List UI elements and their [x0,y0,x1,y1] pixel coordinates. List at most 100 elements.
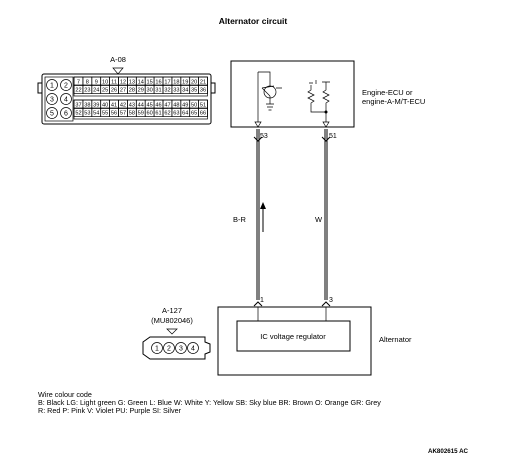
connector-a08-pin-number: 59 [138,111,144,117]
connector-a127-part-number: (MU802046) [151,316,193,325]
wire-w-alt-chevron [321,301,331,307]
connector-a08-pin-number: 51 [200,103,206,109]
figure-reference: AK802615 AC [428,448,469,455]
connector-a08-pin-number: 54 [93,111,99,117]
connector-a08-pin-number: 3 [50,97,54,104]
connector-a08-pin-number: 65 [191,111,197,117]
connector-a08-pin-number: 66 [200,111,206,117]
connector-a127-pin-number: 4 [191,346,195,353]
ecu-internal-resistor-right [310,81,330,122]
connector-a08-pin-number: 28 [129,88,135,94]
engine-ecu: Engine-ECU or engine-A-M/T-ECU 53 51 [230,60,425,140]
connector-a08-pin-number: 46 [155,103,161,109]
connector-a08-pin-number: 53 [84,111,90,117]
connector-a08-pin [198,76,208,86]
connector-a08-pin-number: 24 [93,88,99,94]
connector-a08-pin-number: 19 [182,80,188,86]
connector-a08-pin-number: 29 [138,88,144,94]
connector-a08-pin-number: 64 [182,111,188,117]
connector-a08-pin-number: 39 [93,103,99,109]
ecu-label-line1: Engine-ECU or [362,88,413,97]
wire-w-color-label: W [315,215,323,224]
ecu-pin-53-marker [254,121,262,128]
diagram-title: Alternator circuit [219,16,288,26]
connector-a08-pin [60,79,72,91]
connector-a08-pin-number: 32 [164,88,170,94]
connector-a08-pin-number: 5 [50,111,54,118]
connector-a08-pin-number: 18 [173,80,179,86]
connector-a08-pin [60,107,72,119]
ecu-pin-51-label: 51 [329,133,337,140]
wire-colour-legend: Wire colour code B: Black LG: Light gree… [38,390,506,416]
ic-voltage-regulator-box [236,320,351,352]
connector-a08-pin-number: 31 [155,88,161,94]
connector-a08-big-pin-block [44,76,74,122]
connector-a08-pin-number: 14 [138,80,144,86]
ic-voltage-regulator-label: IC voltage regulator [260,332,326,341]
alternator: IC voltage regulator 1 3 Alternator [217,297,412,376]
ecu-internal-transistor [257,71,282,122]
ecu-box [230,60,355,128]
ecu-pin-51-marker [322,121,330,128]
connector-a08-latch [112,67,124,75]
wire-br-ecu-chevron [253,136,263,142]
connector-a08-pin-number: 47 [164,103,170,109]
ecu-internal-transistor-body [263,85,277,99]
connector-a08-pin-number: 16 [155,80,161,86]
connector-a08-pin-number: 27 [120,88,126,94]
alternator-pin-3-label: 3 [329,297,333,304]
ecu-pin-53-label: 53 [260,133,268,140]
connector-a08-pin [60,93,72,105]
connector-a08-pin-number: 11 [111,80,117,86]
connector-a08-pin-number: 25 [102,88,108,94]
connector-a08-pin-number: 22 [75,88,81,94]
connector-a127-housing [142,336,211,360]
wire-w-ecu-chevron [321,136,331,142]
ecu-internal-junction [324,110,328,114]
connector-a08-pin-number: 35 [191,88,197,94]
ecu-internal-resistor-left [307,80,317,108]
connector-a127-pin [151,342,163,354]
connector-a08-pin-number: 56 [111,111,117,117]
connector-a08-pin-number: 8 [86,80,89,86]
connector-a08-pin-number: 4 [64,97,68,104]
connector-a08-pin-number: 7 [77,80,80,86]
connector-a08-pin-number: 30 [147,88,153,94]
connector-a08-pin-number: 15 [147,80,153,86]
connector-a08-pin-number: 52 [75,111,81,117]
connector-a08-pin-number: 61 [155,111,161,117]
signal-direction-arrowhead [260,202,266,209]
connector-a08-pin-number: 40 [102,103,108,109]
wire-br-color-label: B-R [233,215,247,224]
connector-a127-pin [187,342,199,354]
connector-a08-pin-number: 33 [173,88,179,94]
connector-a127-pin-number: 2 [167,346,171,353]
connector-a08-pin [198,84,208,94]
connector-a08-pin-number: 38 [84,103,90,109]
wire-br-alt-chevron [253,301,263,307]
legend-line-2: R: Red P: Pink V: Violet PU: Purple SI: … [38,406,182,416]
connector-a08-pin [46,79,58,91]
connector-a08-pin-number: 1 [50,83,54,90]
connector-a127-pin [163,342,175,354]
connector-a08-pin-number: 63 [173,111,179,117]
connector-a08-pin [198,107,208,117]
connector-a127-pin-number: 3 [179,346,183,353]
connector-a08-pin-number: 6 [64,111,68,118]
wires: B-R W [233,129,331,307]
connector-a08-pin-number: 44 [138,103,144,109]
connector-a08-pin-number: 43 [129,103,135,109]
connector-a08-pin-number: 62 [164,111,170,117]
connector-a08-pin-number: 36 [200,88,206,94]
connector-a08-pin [46,107,58,119]
legend-heading: Wire colour code [38,390,92,399]
wire-br [256,129,260,300]
connector-a08-pin-number: 41 [111,103,117,109]
connector-a08-pin-number: 49 [182,103,188,109]
